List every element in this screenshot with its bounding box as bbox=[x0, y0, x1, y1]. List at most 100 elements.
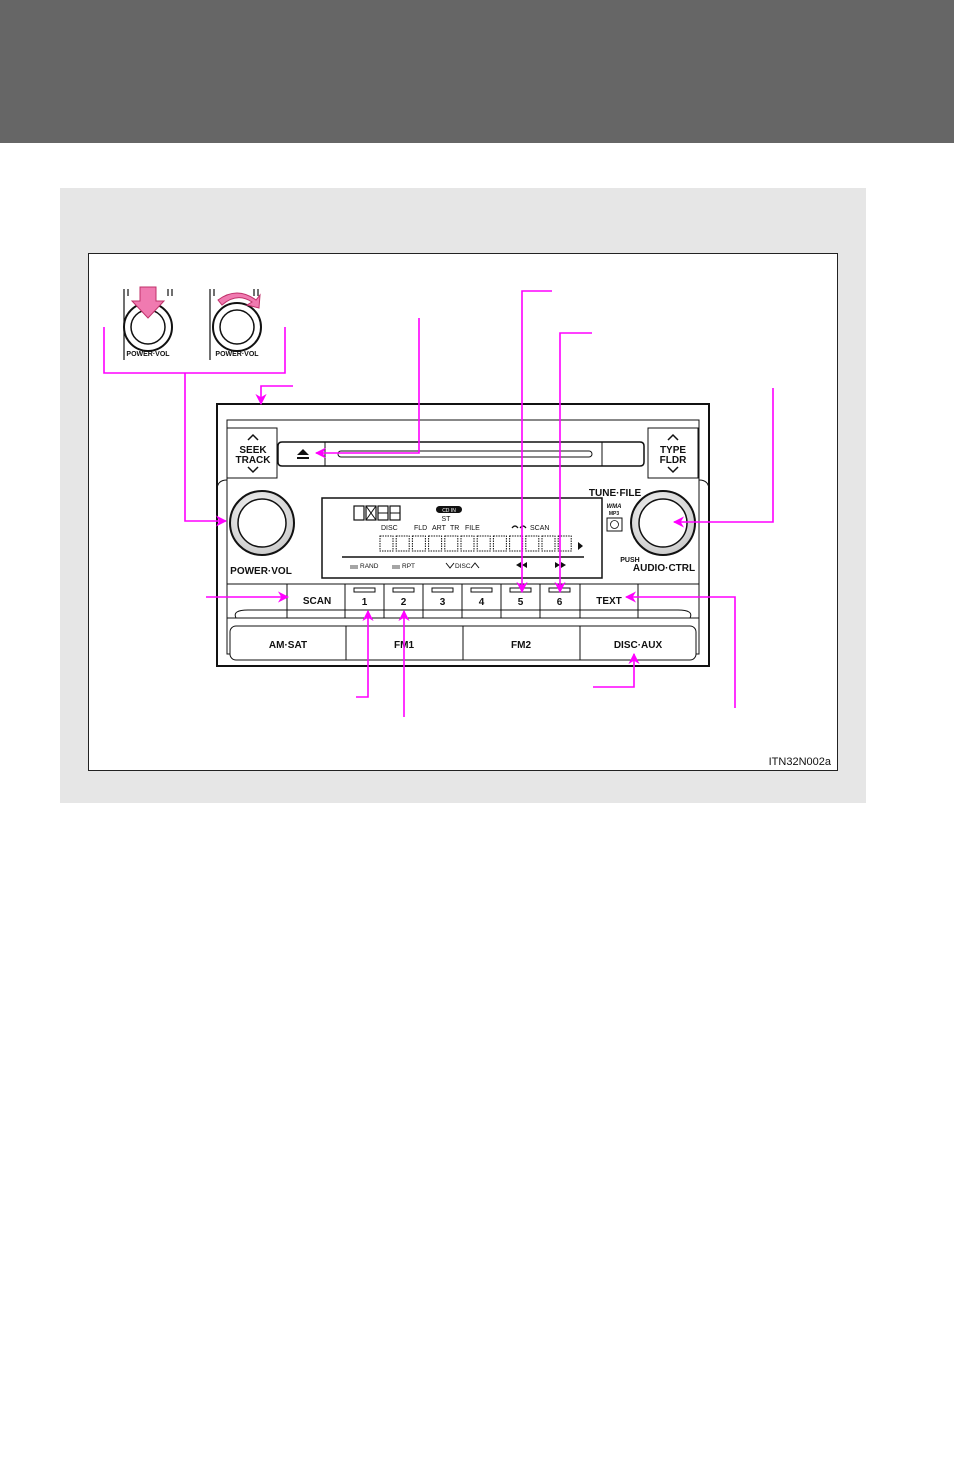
preset-indicator bbox=[470, 587, 493, 593]
tune-file-audio-ctrl-knob[interactable] bbox=[630, 490, 696, 556]
power-vol-knob[interactable] bbox=[229, 490, 295, 556]
rewind-icon bbox=[516, 562, 527, 568]
text-button-label: TEXT bbox=[596, 596, 622, 607]
press-inset-label: POWER·VOL bbox=[126, 351, 170, 358]
preset-label: 6 bbox=[557, 597, 563, 608]
radio-unit: SEEK TRACK TYPE FLDR POWER·VOL TUNE·FILE… bbox=[216, 403, 710, 667]
tr-indicator: TR bbox=[450, 525, 459, 532]
cd-in-text: CD IN bbox=[442, 508, 456, 514]
disc-slot[interactable] bbox=[277, 441, 645, 467]
power-vol-label: POWER·VOL bbox=[230, 566, 292, 577]
preset-label: 2 bbox=[401, 597, 407, 608]
scan-button[interactable]: SCAN bbox=[303, 596, 331, 607]
dot-matrix-cell bbox=[492, 535, 507, 552]
callout-seek-track bbox=[255, 385, 293, 406]
preset-indicator bbox=[353, 587, 376, 593]
rpt-indicator-icon bbox=[392, 565, 400, 569]
mp3-label: MP3 bbox=[609, 511, 620, 517]
fm2-button[interactable]: FM2 bbox=[511, 640, 531, 651]
eject-button[interactable] bbox=[297, 449, 309, 459]
preset-button-2[interactable]: 2 bbox=[392, 587, 415, 608]
callout-text bbox=[624, 591, 736, 708]
am-sat-label: AM·SAT bbox=[269, 640, 307, 651]
scan-button-label: SCAN bbox=[303, 596, 331, 607]
rand-indicator-icon bbox=[350, 565, 358, 569]
scan-indicator: SCAN bbox=[530, 525, 549, 532]
callout-eject bbox=[314, 318, 420, 459]
preset-button-1[interactable]: 1 bbox=[353, 587, 376, 608]
disc-aux-label: DISC·AUX bbox=[614, 640, 663, 651]
press-arrow-icon bbox=[130, 286, 166, 319]
callout-disc-aux bbox=[593, 652, 640, 688]
callout-preset-5 bbox=[516, 290, 552, 594]
figure-code: ITN32N002a bbox=[769, 756, 832, 768]
preset-label: 5 bbox=[518, 597, 524, 608]
st-indicator: ST bbox=[442, 516, 452, 523]
rpt-indicator: RPT bbox=[402, 563, 415, 570]
dot-matrix-cell bbox=[460, 535, 475, 552]
chevron-down-icon bbox=[445, 562, 455, 569]
rotate-arrow-icon bbox=[217, 292, 261, 309]
chevron-up-icon bbox=[667, 433, 679, 441]
callout-power-vol bbox=[103, 327, 286, 521]
dot-matrix-cell bbox=[395, 535, 410, 552]
seek-label: SEEK bbox=[239, 445, 267, 456]
disc-indicator: DISC bbox=[381, 525, 398, 532]
chevron-up-icon bbox=[247, 433, 259, 441]
dot-matrix-cell bbox=[379, 535, 394, 552]
preset-label: 3 bbox=[440, 597, 446, 608]
file-indicator: FILE bbox=[465, 525, 480, 532]
knob-turn-inset: POWER·VOL bbox=[209, 289, 262, 360]
type-label: TYPE bbox=[660, 445, 686, 456]
callout-preset-6 bbox=[554, 332, 592, 594]
preset-button-3[interactable]: 3 bbox=[431, 587, 454, 608]
dot-matrix-cell bbox=[476, 535, 491, 552]
bottom-row bbox=[229, 625, 697, 661]
scan-repeat-icon bbox=[511, 525, 527, 529]
push-label: PUSH bbox=[620, 557, 639, 564]
fld-indicator: FLD bbox=[414, 525, 427, 532]
rand-indicator: RAND bbox=[360, 563, 379, 570]
callout-audio-ctrl bbox=[672, 388, 774, 528]
chevron-down-icon bbox=[667, 466, 679, 474]
cd-in-badge bbox=[436, 506, 462, 513]
dot-matrix-cell bbox=[541, 535, 556, 552]
knob-press-inset: POWER·VOL bbox=[123, 286, 173, 360]
header-bar bbox=[0, 0, 954, 143]
am-sat-button[interactable]: AM·SAT bbox=[269, 640, 307, 651]
track-label: TRACK bbox=[236, 455, 272, 466]
disc-updown-indicator: DISC bbox=[455, 563, 471, 570]
dot-matrix-cell bbox=[428, 535, 443, 552]
tune-file-label: TUNE·FILE bbox=[589, 488, 642, 499]
callout-lines bbox=[103, 290, 774, 717]
preset-button-4[interactable]: 4 bbox=[470, 587, 493, 608]
fast-forward-icon bbox=[555, 562, 566, 568]
chevron-up-icon bbox=[470, 562, 480, 569]
disc-aux-button[interactable]: DISC·AUX bbox=[614, 640, 663, 651]
dot-matrix-cell bbox=[557, 535, 572, 552]
art-indicator: ART bbox=[432, 525, 447, 532]
disc-number-segments bbox=[353, 505, 401, 521]
preset-indicator bbox=[431, 587, 454, 593]
dot-matrix-cell bbox=[411, 535, 426, 552]
type-fldr-button[interactable]: TYPE FLDR bbox=[647, 427, 699, 479]
seek-track-button[interactable]: SEEK TRACK bbox=[226, 427, 278, 479]
preset-indicator bbox=[392, 587, 415, 593]
audio-ctrl-label: AUDIO·CTRL bbox=[633, 563, 695, 574]
compact-disc-logo-icon bbox=[606, 517, 623, 532]
lcd-display: CD IN ST DISC FLD ART TR FILE SCAN RAND … bbox=[321, 497, 603, 579]
chevron-down-icon bbox=[247, 466, 259, 474]
callout-preset-1 bbox=[356, 609, 374, 698]
eject-icon bbox=[297, 449, 309, 459]
text-button[interactable]: TEXT bbox=[596, 596, 622, 607]
dot-matrix-cell bbox=[444, 535, 459, 552]
text-dot-matrix bbox=[379, 535, 572, 552]
preset-indicator bbox=[509, 587, 532, 593]
fm2-label: FM2 bbox=[511, 640, 531, 651]
wma-label: WMA bbox=[607, 504, 622, 510]
preset-label: 4 bbox=[479, 597, 485, 608]
dot-matrix-cell bbox=[525, 535, 540, 552]
more-text-arrow-icon bbox=[578, 542, 583, 550]
button-row bbox=[226, 583, 700, 619]
